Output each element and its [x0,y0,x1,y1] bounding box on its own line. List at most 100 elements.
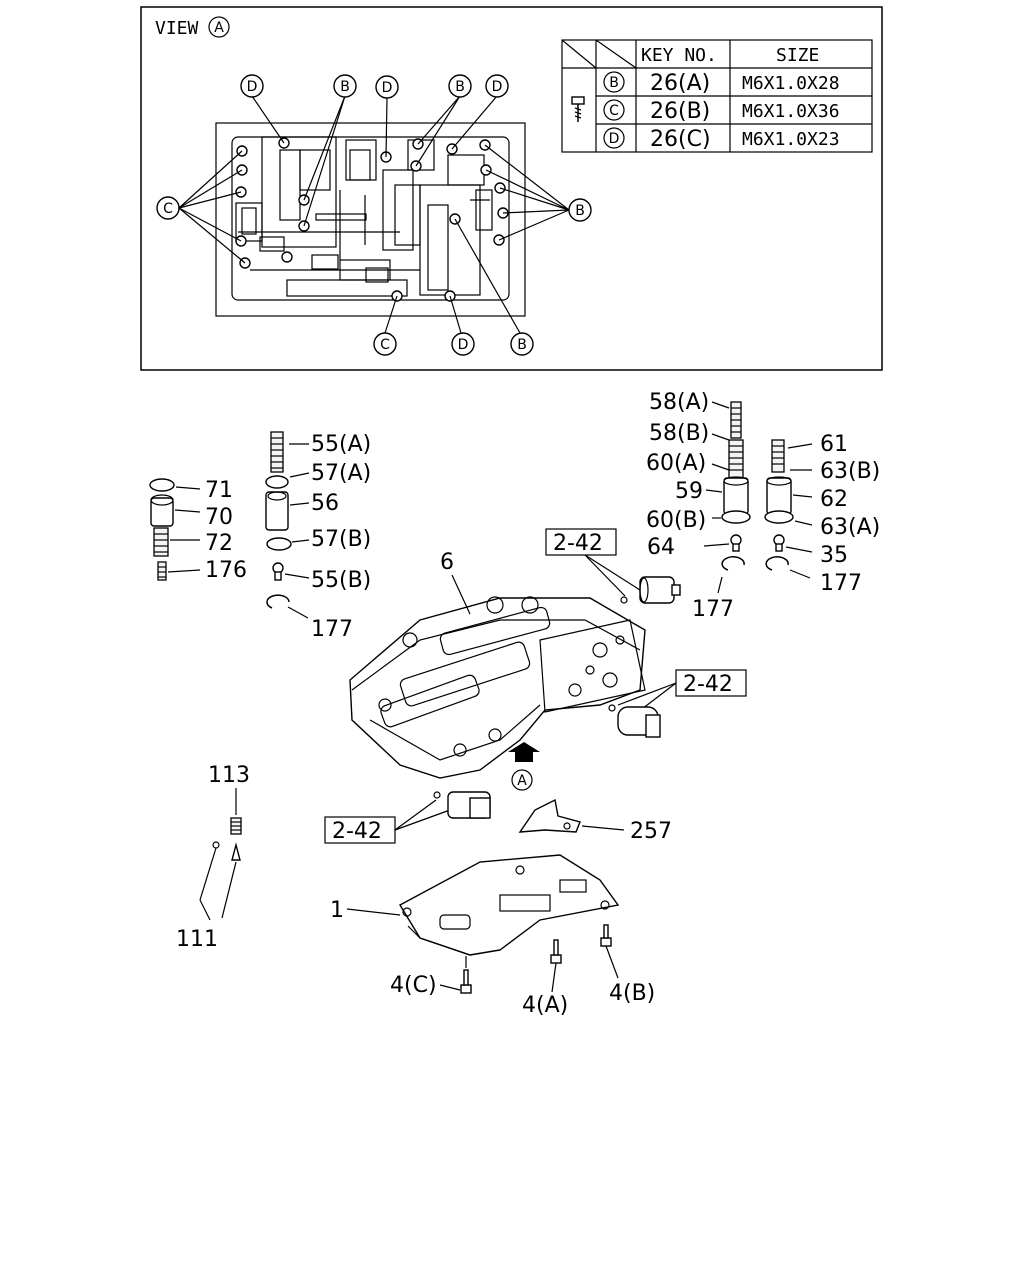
callout-d-2: D [375,75,399,99]
svg-text:26(B): 26(B) [650,99,710,124]
left-parts-group [149,431,310,619]
svg-text:M6X1.0X28: M6X1.0X28 [742,73,840,94]
bolt-4a [550,939,562,964]
bolt-holes [235,137,509,302]
bolt-icon [571,96,585,122]
pin-64 [730,534,742,552]
part-label-60a: 60(A) [646,451,706,476]
part-label-177-mid: 177 [692,597,734,622]
spring-58b [728,439,744,479]
spring-58a [730,401,742,439]
view-a-panel: VIEW A [140,6,883,371]
view-title-letter-circle: A [208,16,230,38]
part-label-6: 6 [440,550,454,575]
callout-d-bottom: D [451,332,475,356]
part-label-176: 176 [205,558,247,583]
clip-177-left [266,594,290,609]
spring-72 [153,527,169,557]
svg-text:B: B [455,79,465,95]
svg-text:B: B [575,203,585,219]
svg-text:M6X1.0X23: M6X1.0X23 [742,129,840,150]
part-labels: 55(A) 57(A) 56 57(B) 55(B) 177 71 70 72 … [176,390,880,1018]
view-direction-arrow [508,742,540,762]
svg-text:C: C [380,337,390,353]
part-label-70: 70 [205,505,233,530]
svg-text:D: D [247,79,258,95]
table-header-size: SIZE [776,45,819,66]
washer-57b [266,537,292,551]
table-header-key: KEY NO. [641,45,717,66]
clip-177-right [765,556,789,571]
part-label-61: 61 [820,432,848,457]
spring-61 [771,439,785,473]
ref-label: 2-42 [683,672,733,697]
svg-text:M6X1.0X36: M6X1.0X36 [742,101,840,122]
washer-57a [265,475,289,489]
part-label-56: 56 [311,491,339,516]
svg-text:B: B [340,79,350,95]
svg-text:26(C): 26(C) [650,127,711,152]
needle-111 [231,842,241,861]
svg-text:26(A): 26(A) [650,71,710,96]
svg-text:C: C [609,103,619,119]
part-label-55b: 55(B) [311,568,371,593]
svg-text:C: C [163,201,173,217]
svg-text:D: D [492,79,503,95]
solenoid-right [617,706,661,738]
table-row: D 26(C) M6X1.0X23 [603,127,840,152]
part-label-257: 257 [630,819,672,844]
callout-d-3: D [485,74,509,98]
callout-c-bottom: C [373,332,397,356]
spring-176 [157,561,167,581]
part-label-72: 72 [205,531,233,556]
table-row: C 26(B) M6X1.0X36 [603,99,840,124]
part-label-57b: 57(B) [311,527,371,552]
table-row: B 26(A) M6X1.0X28 [603,71,840,96]
part-label-60b: 60(B) [646,508,706,533]
piston-62 [766,476,792,515]
part-label-64: 64 [647,535,675,560]
ref-box-2-42-right: 2-42 [675,669,747,697]
ref-box-2-42-left: 2-42 [324,816,396,844]
view-title-letter: A [214,20,224,36]
seal-63a [764,510,794,524]
svg-text:D: D [609,131,620,147]
part-label-4c: 4(C) [390,973,437,998]
svg-text:D: D [382,80,393,96]
bolt-4b [600,924,612,947]
svg-text:A: A [517,773,527,789]
pin-35 [773,534,785,552]
view-title: VIEW [155,18,199,39]
part-label-57a: 57(A) [311,461,371,486]
view-leader-lines [178,95,570,334]
seal-60b [721,510,751,524]
ref-label: 2-42 [553,531,603,556]
cap-71 [149,478,175,492]
bolt-4c [460,969,472,994]
part-label-59: 59 [675,479,703,504]
part-label-4b: 4(B) [609,981,655,1006]
ball-111 [212,841,220,849]
view-callouts: D B D B D C B C D B [156,74,592,356]
part-label-111: 111 [176,927,218,952]
part-label-62: 62 [820,487,848,512]
part-label-35: 35 [820,543,848,568]
part-label-177-right: 177 [820,571,862,596]
valve-body-6 [349,596,646,779]
spring-113 [230,817,242,835]
solenoid-left [447,791,491,819]
callout-b-2: B [448,74,472,98]
part-label-177-left: 177 [311,617,353,642]
right-parts-group [703,401,813,594]
part-label-58b: 58(B) [649,421,709,446]
part-label-1: 1 [330,898,344,923]
callout-c-left: C [156,196,180,220]
part-label-4a: 4(A) [522,993,568,1018]
callout-b-bottom: B [510,332,534,356]
part-label-63b: 63(B) [820,459,880,484]
piston-70 [150,494,174,527]
view-marker: A [511,769,533,791]
ref-label: 2-42 [332,819,382,844]
svg-text:B: B [609,75,619,91]
callout-b-1: B [333,74,357,98]
